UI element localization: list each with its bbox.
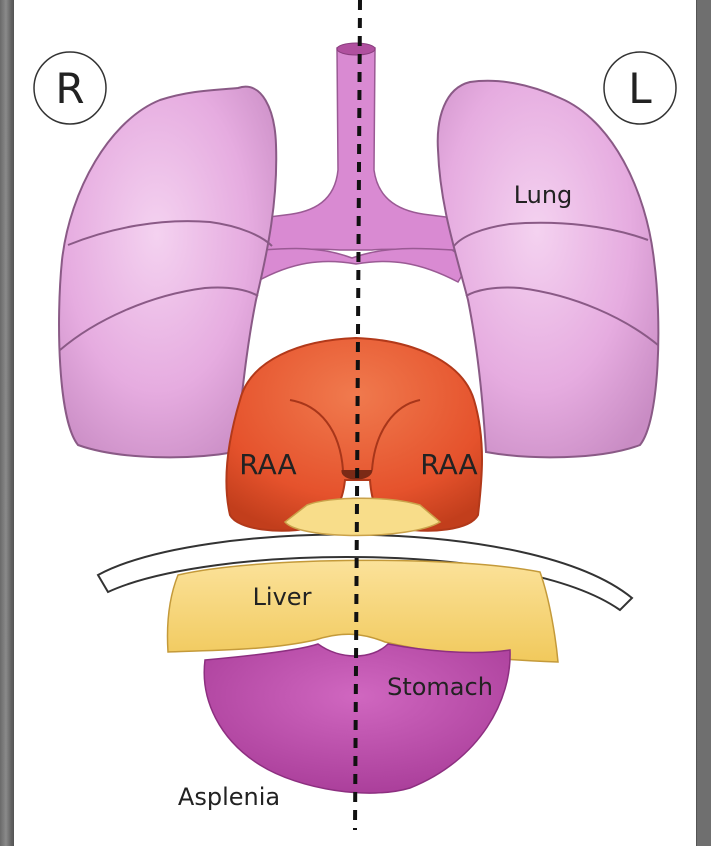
- lung-label: Lung: [514, 181, 573, 209]
- right-side-marker: R: [34, 52, 106, 124]
- liver-label: Liver: [253, 583, 312, 611]
- left-side-marker: L: [604, 52, 676, 124]
- svg-text:L: L: [628, 64, 652, 113]
- svg-text:R: R: [55, 64, 84, 113]
- stomach-label: Stomach: [387, 673, 493, 701]
- right-atrial-appendage-label-2: RAA: [420, 448, 477, 481]
- anatomy-diagram: R L Lung RAA RAA Liver Stomach Asplenia: [14, 0, 696, 846]
- liver: [167, 498, 558, 662]
- right-atrial-appendage-label-1: RAA: [239, 448, 296, 481]
- illustration-panel: R L Lung RAA RAA Liver Stomach Asplenia: [14, 0, 696, 846]
- asplenia-label: Asplenia: [178, 783, 280, 811]
